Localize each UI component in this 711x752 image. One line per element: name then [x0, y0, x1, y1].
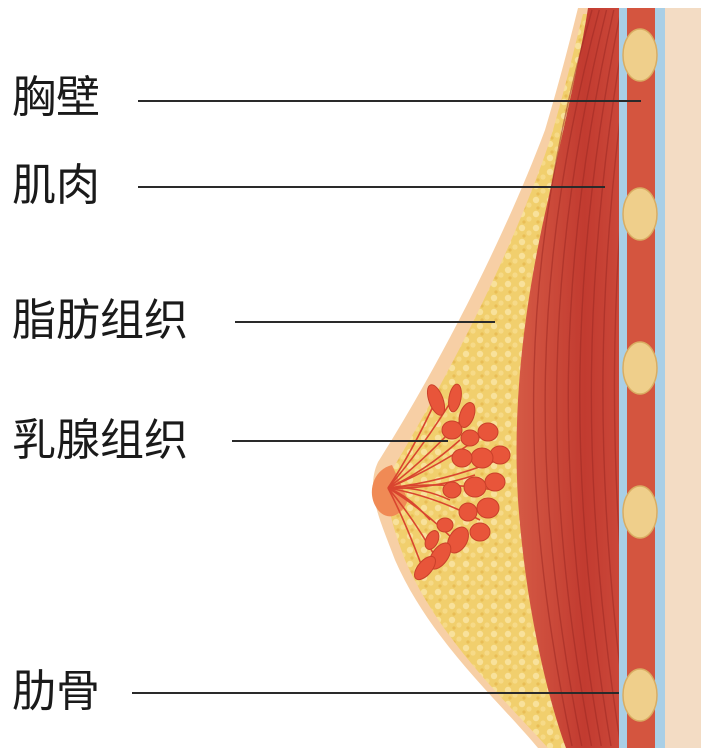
muscle-fiber-line: [579, 9, 622, 747]
rib-bone: [622, 485, 658, 539]
gland-lobule: [484, 472, 506, 492]
pleura-blue-stripe-right: [655, 8, 665, 748]
gland-lobule: [476, 497, 500, 519]
label-muscle: 肌肉: [12, 160, 100, 211]
gland-lobule: [458, 502, 478, 522]
gland-lobules: [414, 383, 511, 581]
rib-bone: [622, 28, 658, 82]
muscle-fiber-line: [544, 9, 600, 747]
gland-lobule: [447, 526, 469, 554]
label-rib: 肋骨: [12, 666, 100, 717]
gland-duct: [387, 487, 431, 521]
gland-lobule: [436, 517, 454, 533]
label-gland-tissue: 乳腺组织: [12, 415, 188, 466]
gland-lobule: [448, 383, 462, 413]
rib-bone: [622, 668, 658, 722]
muscle-fiber-line: [532, 9, 593, 747]
gland-lobule: [451, 448, 473, 468]
gland-duct: [387, 439, 461, 489]
gland-duct: [387, 394, 456, 489]
gland-lobule: [442, 481, 462, 499]
gland-lobule: [470, 447, 494, 469]
label-chest-wall: 胸壁: [12, 72, 100, 123]
gland-lobule: [463, 476, 487, 498]
muscle-fiber-line: [590, 9, 629, 747]
gland-lobule: [414, 555, 436, 581]
pleura-blue-stripe-left: [619, 8, 627, 748]
gland-lobule: [426, 384, 446, 416]
gland-lobule: [424, 530, 440, 550]
gland-lobule: [469, 522, 491, 542]
label-fat-tissue: 脂肪组织: [12, 295, 188, 346]
gland-lobule: [477, 422, 499, 442]
gland-lobule: [460, 429, 480, 447]
rib-bone: [622, 187, 658, 241]
gland-lobule: [458, 402, 476, 428]
gland-duct: [387, 399, 437, 489]
rib-bone: [622, 341, 658, 395]
muscle-fiber-line: [567, 9, 615, 747]
ribs: [622, 28, 658, 722]
chest-wall-outer: [665, 8, 701, 748]
gland-lobule: [441, 420, 463, 440]
muscle-fiber-line: [556, 9, 608, 747]
gland-duct: [387, 486, 451, 501]
